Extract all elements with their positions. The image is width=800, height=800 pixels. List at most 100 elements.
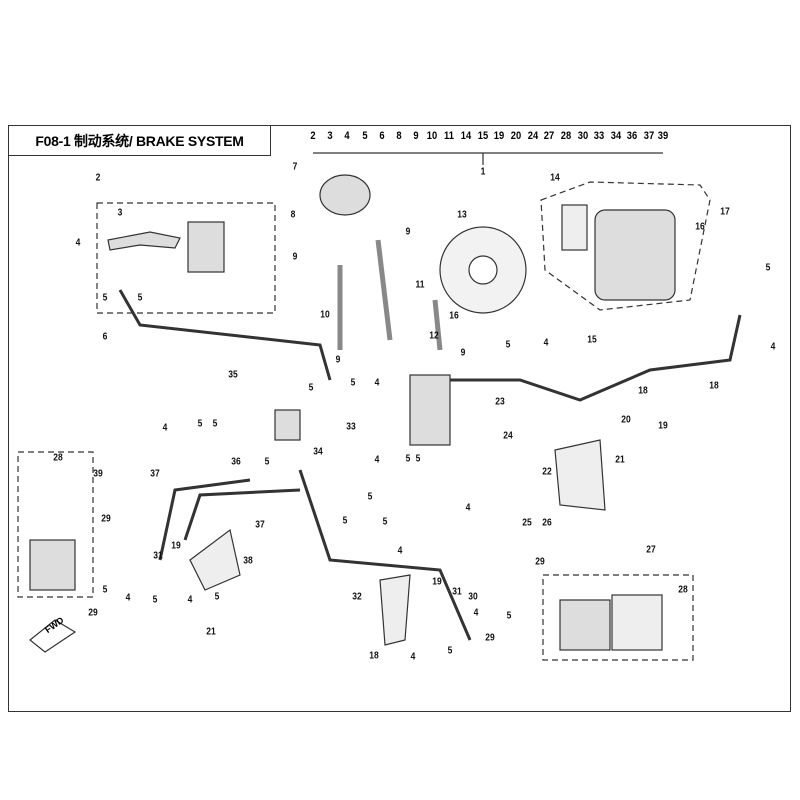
part-callout: 26 — [542, 517, 552, 529]
part-callout: 4 — [473, 607, 479, 619]
assembly-part-number: 4 — [344, 130, 350, 142]
assembly-part-number: 15 — [477, 130, 489, 142]
assembly-part-number: 36 — [626, 130, 638, 142]
part-callout: 33 — [346, 421, 356, 433]
part-callout: 30 — [468, 591, 478, 603]
part-callout: 5 — [212, 418, 218, 430]
brake-pedal-bracket — [554, 439, 606, 511]
part-callout: 32 — [352, 591, 362, 603]
part-callout: 5 — [506, 610, 512, 622]
assembly-part-number: 9 — [413, 130, 419, 142]
part-callout: 17 — [720, 206, 730, 218]
part-callout: 5 — [214, 591, 220, 603]
part-callout: 22 — [542, 466, 552, 478]
reservoir — [319, 174, 371, 216]
part-callout: 4 — [770, 341, 776, 353]
part-callout: 25 — [522, 517, 532, 529]
part-callout: 5 — [405, 453, 411, 465]
part-callout: 31 — [452, 586, 462, 598]
part-callout: 24 — [503, 430, 513, 442]
left-caliper — [29, 539, 76, 591]
part-callout: 16 — [695, 221, 705, 233]
part-callout: 4 — [397, 545, 403, 557]
rear-master-cylinder — [409, 374, 451, 446]
assembly-part-number: 19 — [493, 130, 505, 142]
part-callout: 18 — [638, 385, 648, 397]
assembly-part-number: 33 — [593, 130, 605, 142]
brake-lines-lower — [158, 469, 472, 641]
part-callout: 4 — [410, 651, 416, 663]
part-callout: 9 — [292, 251, 298, 263]
right-caliper — [559, 599, 611, 651]
part-callout: 4 — [187, 594, 193, 606]
part-callout: 31 — [153, 550, 163, 562]
part-callout: 28 — [678, 584, 688, 596]
master-cylinder-box — [96, 202, 276, 314]
part-callout: 5 — [382, 516, 388, 528]
part-callout: 11 — [415, 279, 425, 291]
part-callout: 9 — [335, 354, 341, 366]
part-callout: 5 — [447, 645, 453, 657]
part-callout: 4 — [543, 337, 549, 349]
reservoir-hoses — [337, 239, 443, 351]
part-callout: 5 — [137, 292, 143, 304]
part-callout: 9 — [460, 347, 466, 359]
part-callout: 6 — [102, 331, 108, 343]
part-callout: 19 — [658, 420, 668, 432]
part-callout: 5 — [102, 292, 108, 304]
front-brake-line — [118, 289, 332, 381]
part-callout: 4 — [162, 422, 168, 434]
part-callout: 38 — [243, 555, 253, 567]
fwd-arrow — [29, 619, 77, 653]
part-callout: 39 — [93, 468, 103, 480]
part-callout: 8 — [290, 209, 296, 221]
assembly-part-number: 28 — [560, 130, 572, 142]
part-callout: 16 — [449, 310, 459, 322]
proportioning-valve — [274, 409, 301, 441]
front-master-cylinder — [187, 221, 225, 273]
part-callout: 5 — [505, 339, 511, 351]
part-callout: 19 — [432, 576, 442, 588]
assembly-part-number: 14 — [460, 130, 472, 142]
part-callout: 2 — [95, 172, 101, 184]
part-callout: 1 — [480, 166, 486, 178]
part-callout: 29 — [101, 513, 111, 525]
right-bracket — [379, 574, 411, 646]
part-callout: 21 — [206, 626, 216, 638]
part-callout: 27 — [646, 544, 656, 556]
page-title: F08-1 制动系统/ BRAKE SYSTEM — [8, 125, 271, 156]
assembly-part-number: 37 — [643, 130, 655, 142]
part-callout: 37 — [150, 468, 160, 480]
part-callout: 5 — [197, 418, 203, 430]
part-callout: 5 — [152, 594, 158, 606]
assembly-part-number: 3 — [327, 130, 333, 142]
parking-caliper-box — [540, 181, 711, 311]
part-callout: 5 — [308, 382, 314, 394]
part-callout: 5 — [264, 456, 270, 468]
part-callout: 10 — [320, 309, 330, 321]
part-callout: 4 — [75, 237, 81, 249]
part-callout: 9 — [405, 226, 411, 238]
assembly-part-number: 10 — [426, 130, 438, 142]
part-callout: 7 — [292, 161, 298, 173]
right-caliper-box — [542, 574, 694, 661]
assembly-part-number: 11 — [444, 130, 454, 142]
part-callout: 5 — [415, 453, 421, 465]
part-callout: 15 — [587, 334, 597, 346]
part-callout: 18 — [709, 380, 719, 392]
part-callout: 29 — [88, 607, 98, 619]
part-callout: 29 — [535, 556, 545, 568]
part-callout: 5 — [102, 584, 108, 596]
parking-caliper — [594, 209, 676, 301]
part-callout: 5 — [367, 491, 373, 503]
assembly-part-number: 8 — [396, 130, 402, 142]
part-callout: 34 — [313, 446, 323, 458]
part-callout: 13 — [457, 209, 467, 221]
assembly-part-number: 30 — [577, 130, 589, 142]
part-callout: 37 — [255, 519, 265, 531]
assembly-part-number: 34 — [610, 130, 622, 142]
part-callout: 35 — [228, 369, 238, 381]
assembly-part-number: 39 — [657, 130, 669, 142]
part-callout: 4 — [125, 592, 131, 604]
